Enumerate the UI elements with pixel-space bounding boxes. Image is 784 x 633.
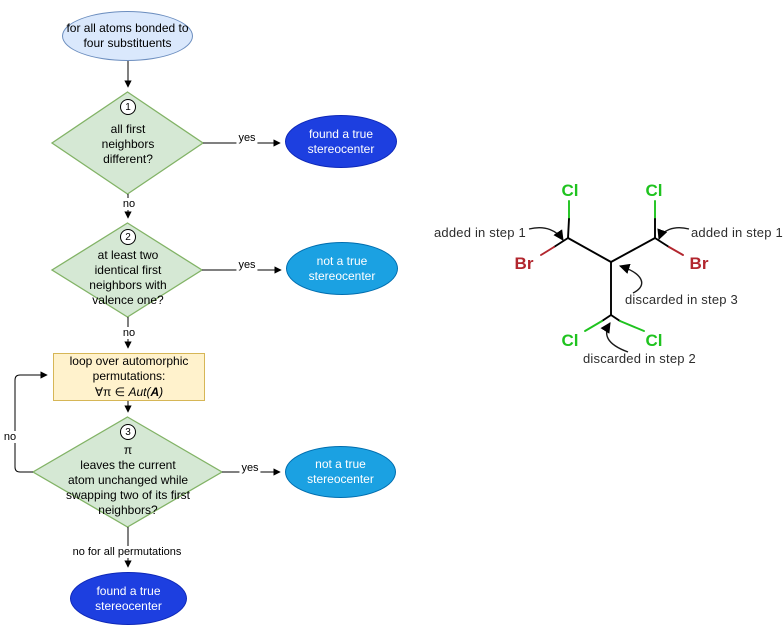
edge-label-no-2: no — [120, 327, 138, 339]
decision-2-number: 2 — [120, 229, 136, 245]
annotation-added-step1-left: added in step 1 — [434, 225, 526, 240]
atom-cl-top-left: Cl — [561, 181, 579, 200]
bond-bottom-to-cl-right-green — [619, 320, 645, 332]
formula-prefix: ∀π ∈ — [94, 385, 129, 399]
atom-br-right: Br — [689, 254, 709, 273]
atom-cl-bottom-right: Cl — [645, 331, 663, 350]
annotation-discarded-step3: discarded in step 3 — [625, 292, 738, 307]
decision-2-question: at least two identical first neighbors w… — [89, 248, 167, 307]
edge-label-yes-1: yes — [236, 132, 258, 144]
bond-right-to-center — [610, 237, 656, 263]
loop-box-formula: ∀π ∈ Aut(A) — [95, 385, 163, 400]
arrow-added-left — [528, 227, 564, 241]
loop-box: loop over automorphic permutations: ∀π ∈… — [53, 353, 205, 401]
arrow-discarded-step2 — [600, 322, 629, 353]
atom-br-left: Br — [514, 254, 534, 273]
edge-3-no-loopback — [14, 371, 48, 473]
bond-bottom-to-cl-left-green — [584, 320, 603, 332]
outcome-found-true-1: found a true stereocenter — [285, 115, 397, 168]
edge-label-no-1: no — [120, 198, 138, 210]
bond-bottom-to-cl-left-black — [601, 314, 612, 322]
decision-1-number: 1 — [120, 99, 136, 115]
bond-cl-topleft-black — [567, 218, 570, 239]
bond-bottom-to-cl-right-black — [610, 314, 621, 322]
decision-3-number: 3 — [120, 424, 136, 440]
start-node: for all atoms bonded to four substituent… — [62, 11, 193, 61]
atom-cl-top-right: Cl — [645, 181, 663, 200]
edge-label-yes-3: yes — [239, 462, 261, 474]
outcome-not-true-1: not a true stereocenter — [286, 242, 398, 295]
outcome-not-true-2: not a true stereocenter — [285, 446, 396, 498]
atom-cl-bottom-left: Cl — [561, 331, 579, 350]
formula-close: ) — [159, 385, 164, 399]
decision-1-question: all first neighbors different? — [101, 122, 155, 166]
outcome-found-true-final: found a true stereocenter — [70, 572, 187, 625]
decision-3-question: π leaves the current atom unchanged whil… — [65, 443, 191, 517]
edge-label-yes-2: yes — [236, 259, 258, 271]
formula-function: Aut( — [128, 385, 151, 399]
bond-left-to-br-black — [553, 237, 569, 248]
formula-argument: A — [150, 385, 160, 399]
bond-right-to-br-red — [668, 246, 684, 256]
annotation-discarded-step2: discarded in step 2 — [583, 351, 696, 366]
annotation-added-step1-right: added in step 1 — [691, 225, 783, 240]
edge-label-final: no for all permutations — [70, 546, 184, 558]
arrow-discarded-step3 — [618, 263, 643, 294]
bond-right-to-br-black — [654, 237, 670, 248]
bond-left-to-br-red — [540, 246, 555, 256]
bond-left-to-center — [567, 237, 612, 263]
arrow-added-right — [657, 227, 690, 240]
loop-box-title: loop over automorphic permutations: — [69, 354, 189, 383]
edge-label-no-loop: no — [1, 431, 19, 443]
